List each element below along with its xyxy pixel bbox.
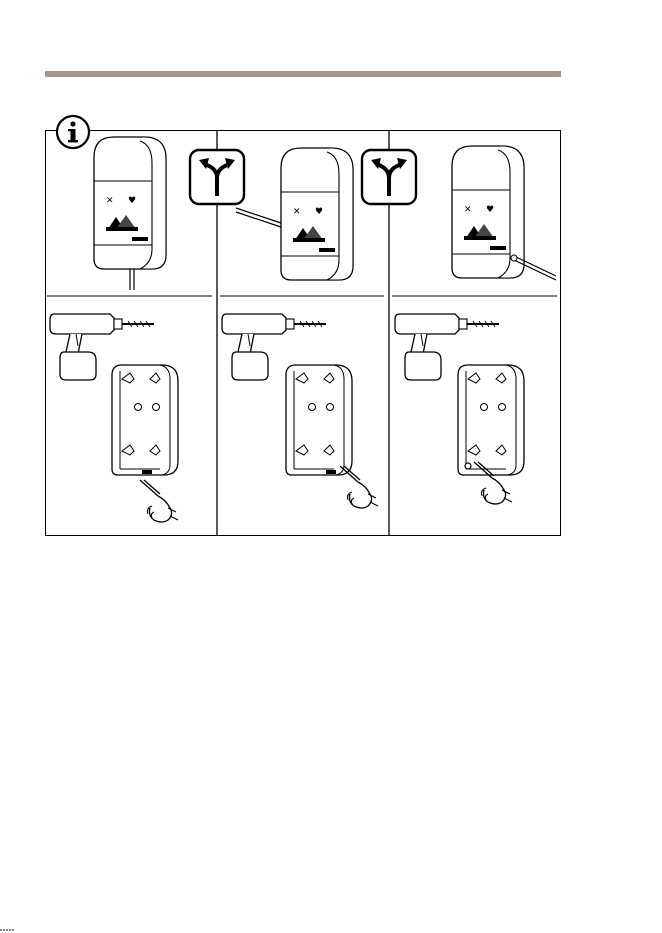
device-step-3 bbox=[452, 146, 556, 280]
split-arrow-icon bbox=[362, 150, 416, 204]
back-plate-2 bbox=[286, 365, 352, 475]
page-corner-mark bbox=[0, 922, 14, 932]
device-step-1 bbox=[94, 137, 166, 290]
split-arrow-icon bbox=[190, 150, 244, 204]
info-icon bbox=[54, 113, 92, 151]
back-plate-3 bbox=[458, 365, 524, 475]
back-plate-1 bbox=[112, 365, 178, 475]
pointing-hand-icon bbox=[140, 480, 178, 522]
device-step-2 bbox=[236, 148, 353, 280]
